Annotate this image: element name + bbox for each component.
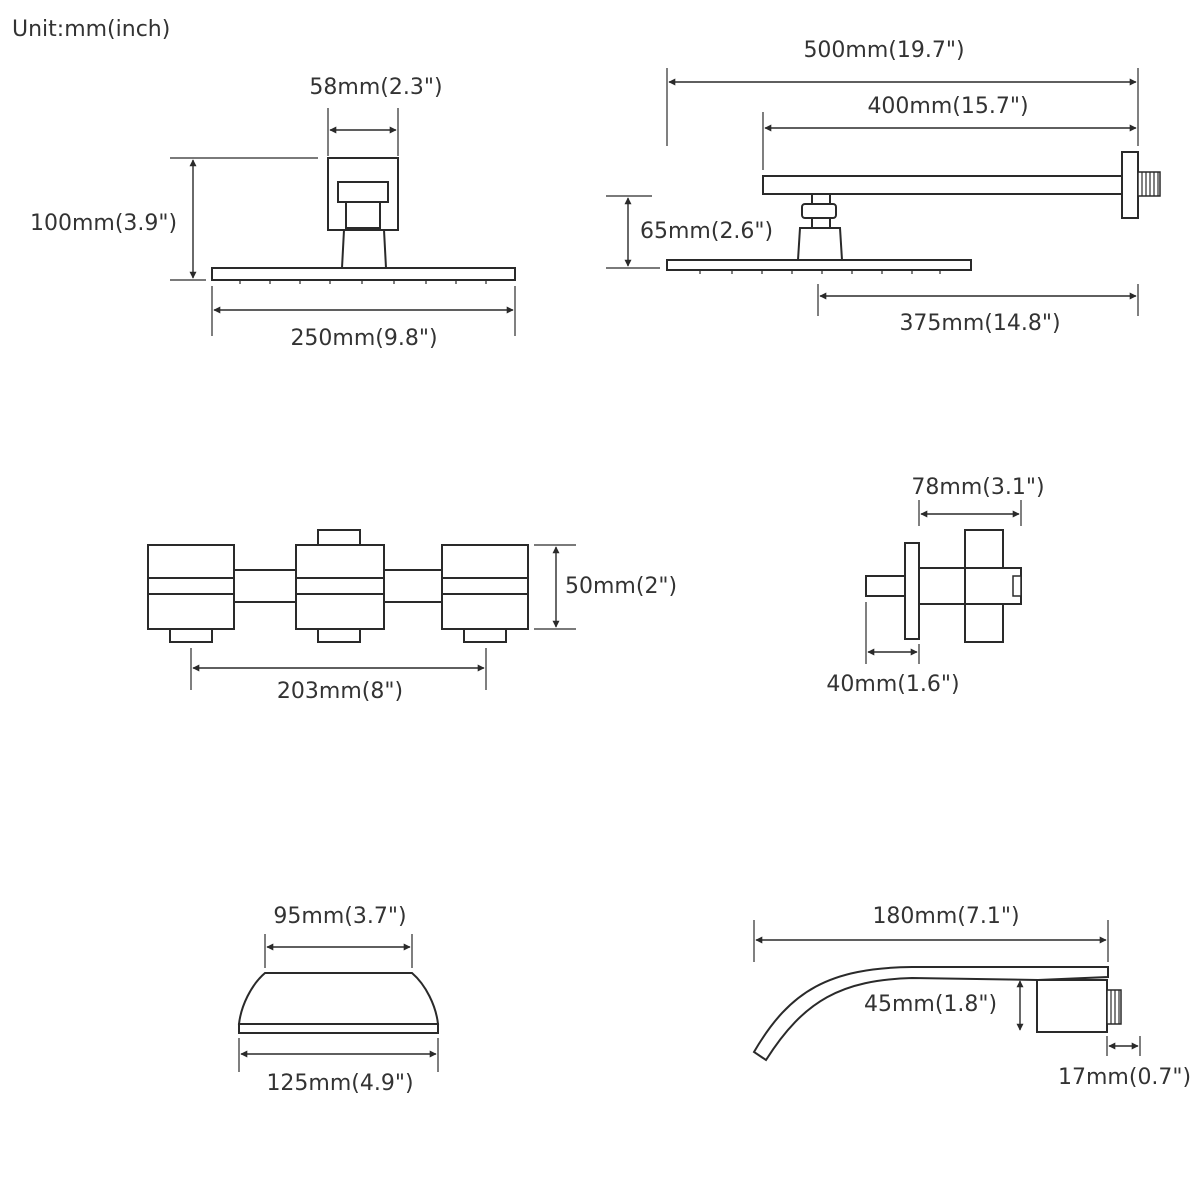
valve-side-body <box>918 567 966 605</box>
valve-center-outlet <box>317 628 361 643</box>
spout-length-label: 180mm(7.1") <box>872 904 1019 929</box>
shower-arm <box>762 175 1124 195</box>
unit-label: Unit:mm(inch) <box>12 17 170 42</box>
shower-head-nozzles <box>239 280 487 284</box>
valve-side-stem-label: 40mm(1.6") <box>826 672 959 697</box>
shower-arm-wall-flange <box>1121 151 1139 219</box>
shower-arm-drop-label: 65mm(2.6") <box>640 219 773 244</box>
valve-right-outlet <box>463 628 507 643</box>
shower-head-height-label: 100mm(3.9") <box>30 211 177 236</box>
spout-view: 180mm(7.1") 45mm(1.8") 17mm(0.7") <box>752 904 1191 1090</box>
valve-right-handle-band <box>441 577 529 595</box>
valve-side-flange <box>904 542 920 640</box>
shower-arm-joint-bottom <box>811 217 831 229</box>
valve-side-stem <box>865 575 907 597</box>
shower-head-front-view: 58mm(2.3") 100mm(3.9") 250mm(9.8") <box>30 75 516 351</box>
hand-shower-body <box>237 972 440 1025</box>
valve-side-view: 78mm(3.1") 40mm(1.6") <box>826 475 1044 697</box>
spout-height-label: 45mm(1.8") <box>864 992 997 1017</box>
shower-arm-head-neck <box>796 227 844 261</box>
spout-thread-label: 17mm(0.7") <box>1058 1065 1191 1090</box>
shower-arm-side-view: 500mm(19.7") 400mm(15.7") 65mm(2.6") 375… <box>606 38 1161 336</box>
valve-spacing-label: 203mm(8") <box>277 679 403 704</box>
shower-arm-thread-lines <box>1141 172 1159 196</box>
valve-side-handle-cap <box>1012 575 1022 597</box>
shower-head-neck <box>340 229 388 269</box>
shower-arm-head-plate <box>666 259 972 271</box>
valve-height-label: 50mm(2") <box>565 574 677 599</box>
shower-arm-head-nozzles <box>699 270 941 274</box>
shower-head-plate-width-label: 250mm(9.8") <box>290 326 437 351</box>
valve-left-outlet <box>169 628 213 643</box>
shower-head-mount-nut <box>337 181 389 203</box>
shower-arm-head-offset-label: 375mm(14.8") <box>899 311 1060 336</box>
hand-shower-view: 95mm(3.7") 125mm(4.9") <box>237 904 440 1096</box>
shower-head-plate <box>211 267 516 281</box>
hand-shower-bottom-width-label: 125mm(4.9") <box>266 1071 413 1096</box>
valve-side-depth-label: 78mm(3.1") <box>911 475 1044 500</box>
shower-arm-ball-joint <box>801 203 837 219</box>
spout-base <box>1036 979 1108 1033</box>
shower-head-joint <box>345 201 381 229</box>
valve-left-handle-band <box>147 577 235 595</box>
hand-shower-top-width-label: 95mm(3.7") <box>273 904 406 929</box>
valve-center-cap <box>317 529 361 546</box>
hand-shower-face <box>238 1023 439 1034</box>
valve-side-handle-band <box>964 567 1022 605</box>
shower-arm-thread <box>1137 171 1161 197</box>
valve-center-handle-band <box>295 577 385 595</box>
shower-arm-length-label: 400mm(15.7") <box>867 94 1028 119</box>
spout-body <box>752 966 1109 1062</box>
spout-thread-lines <box>1110 990 1120 1024</box>
shower-arm-overall-length-label: 500mm(19.7") <box>803 38 964 63</box>
shower-arm-joint-top <box>811 193 831 205</box>
shower-head-neck-width-label: 58mm(2.3") <box>309 75 442 100</box>
valve-front-view: 50mm(2") 203mm(8") <box>147 529 677 704</box>
